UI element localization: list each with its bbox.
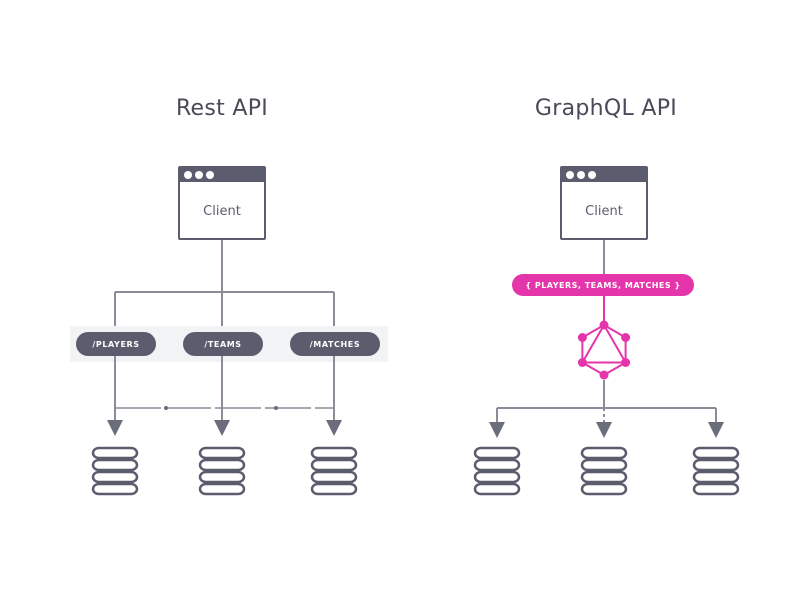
window-dot-icon xyxy=(206,171,214,179)
rest-endpoint-players: /PLAYERS xyxy=(76,332,156,356)
rest-crosslink-node-2 xyxy=(274,406,278,410)
graphql-api-title: GraphQL API xyxy=(534,96,678,121)
window-title-bar xyxy=(180,168,264,182)
rest-endpoint-matches: /MATCHES xyxy=(290,332,380,356)
window-dot-icon xyxy=(577,171,585,179)
graphql-client-label: Client xyxy=(585,204,623,219)
graphql-database-1-icon xyxy=(473,446,521,496)
graphql-client-window-icon: Client xyxy=(560,166,648,240)
rest-database-matches-icon xyxy=(310,446,358,496)
window-dot-icon xyxy=(184,171,192,179)
graphql-logo-icon xyxy=(577,320,631,380)
rest-endpoint-teams: /TEAMS xyxy=(183,332,263,356)
window-dot-icon xyxy=(195,171,203,179)
rest-client-label: Client xyxy=(203,204,241,219)
rest-database-players-icon xyxy=(91,446,139,496)
window-dot-icon xyxy=(588,171,596,179)
rest-database-teams-icon xyxy=(198,446,246,496)
graphql-database-2-icon xyxy=(580,446,628,496)
window-dot-icon xyxy=(566,171,574,179)
rest-api-title: Rest API xyxy=(175,96,269,121)
rest-crosslink-node-1 xyxy=(164,406,168,410)
window-title-bar xyxy=(562,168,646,182)
rest-client-window-icon: Client xyxy=(178,166,266,240)
graphql-database-3-icon xyxy=(692,446,740,496)
graphql-query-pill: { PLAYERS, TEAMS, MATCHES } xyxy=(512,274,694,296)
